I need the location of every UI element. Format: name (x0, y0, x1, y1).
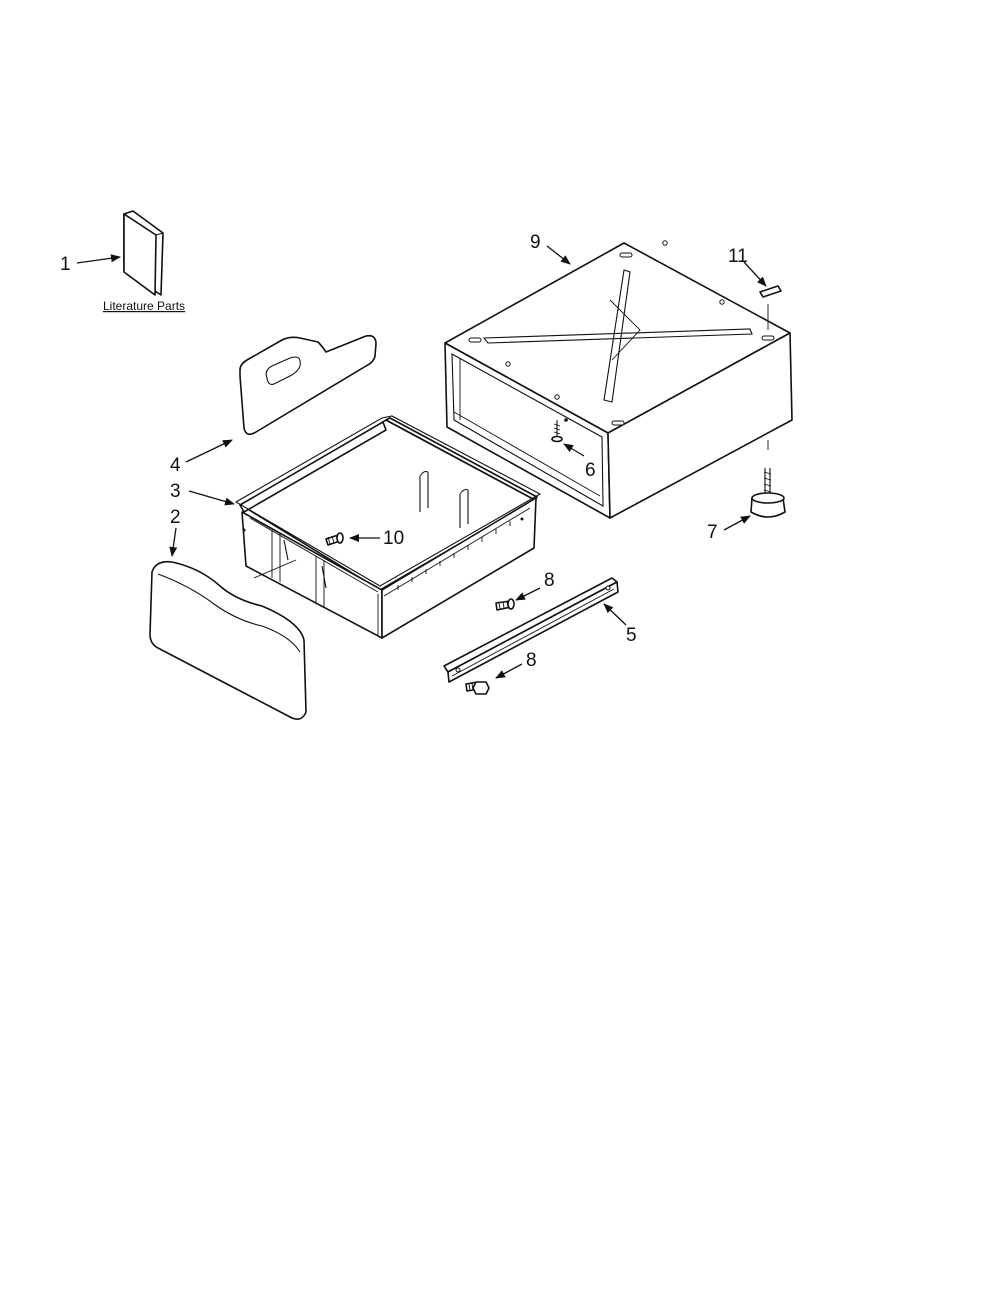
leader-8-lower (495, 663, 523, 679)
callout-3: 3 (170, 481, 181, 502)
callout-4: 4 (170, 455, 181, 476)
callout-11: 11 (728, 246, 748, 267)
drawer-slide (443, 577, 619, 683)
leveling-leg (750, 468, 786, 518)
screw-8-lower (465, 681, 490, 695)
callout-9: 9 (530, 232, 541, 253)
leader-8-upper (515, 587, 541, 601)
pedestal-cabinet (444, 240, 793, 519)
callout-1: 1 (60, 254, 71, 275)
divider-panel (239, 334, 377, 436)
screw-8-upper (495, 598, 515, 611)
bumper (759, 285, 782, 330)
leader-9 (546, 245, 571, 265)
screw-6 (551, 420, 563, 443)
callout-8-upper: 8 (544, 570, 555, 591)
callout-5: 5 (626, 625, 637, 646)
callout-7: 7 (707, 522, 718, 543)
leader-1 (76, 254, 121, 264)
leader-lines (76, 245, 767, 679)
leader-6 (563, 443, 585, 457)
leader-2 (169, 527, 178, 557)
leader-4 (185, 439, 233, 463)
callout-2: 2 (170, 507, 181, 528)
literature-parts-label: Literature Parts (103, 299, 185, 313)
leader-7 (723, 515, 751, 531)
callout-8-lower: 8 (526, 650, 537, 671)
leader-3 (188, 490, 235, 506)
drawer-front-panel (149, 560, 307, 720)
leader-5 (603, 603, 627, 626)
drawer-pan (234, 415, 542, 639)
callout-6: 6 (585, 460, 596, 481)
leader-11 (743, 261, 767, 287)
callout-10: 10 (383, 528, 404, 549)
screw-10 (325, 532, 344, 546)
literature-booklet (123, 210, 164, 296)
